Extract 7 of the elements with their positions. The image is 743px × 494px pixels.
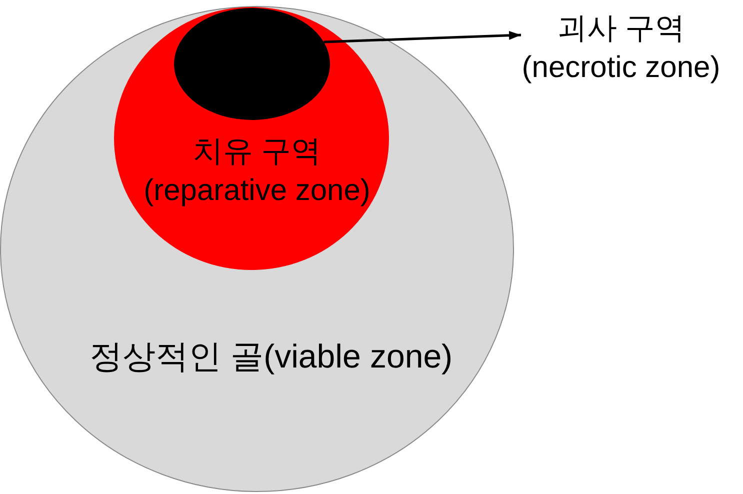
zone-label: 정상적인 골(viable zone): [88, 336, 454, 377]
zone-label: 괴사 구역 (necrotic zone): [521, 9, 721, 87]
arrow: [324, 30, 522, 44]
core-ellipse: [174, 8, 330, 120]
inner-circle: [114, 7, 389, 270]
zone-label: 치유 구역 (reparative zone): [143, 134, 371, 209]
outer-circle: [0, 6, 514, 492]
